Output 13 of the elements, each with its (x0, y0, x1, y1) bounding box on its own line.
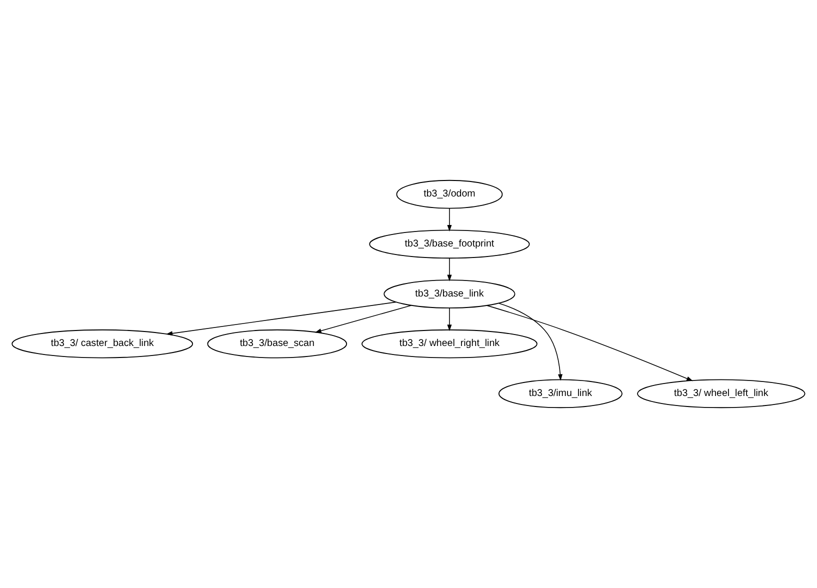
arrow (486, 305, 694, 382)
node-ellipse: tb3_3/imu_link (498, 379, 622, 408)
node-ellipse: tb3_3/base_link (384, 280, 516, 308)
arrow (447, 208, 452, 232)
node-ellipse: tb3_3/odom (396, 180, 503, 209)
arrow (447, 308, 452, 332)
node-ellipse: tb3_3/ wheel_right_link (362, 329, 538, 358)
node-ellipse: tb3_3/ wheel_left_link (637, 379, 806, 408)
arrow (314, 304, 412, 334)
arrow (498, 302, 562, 381)
arrow (447, 258, 452, 282)
node-ellipse: tb3_3/base_footprint (369, 230, 530, 259)
arrow (166, 302, 397, 336)
